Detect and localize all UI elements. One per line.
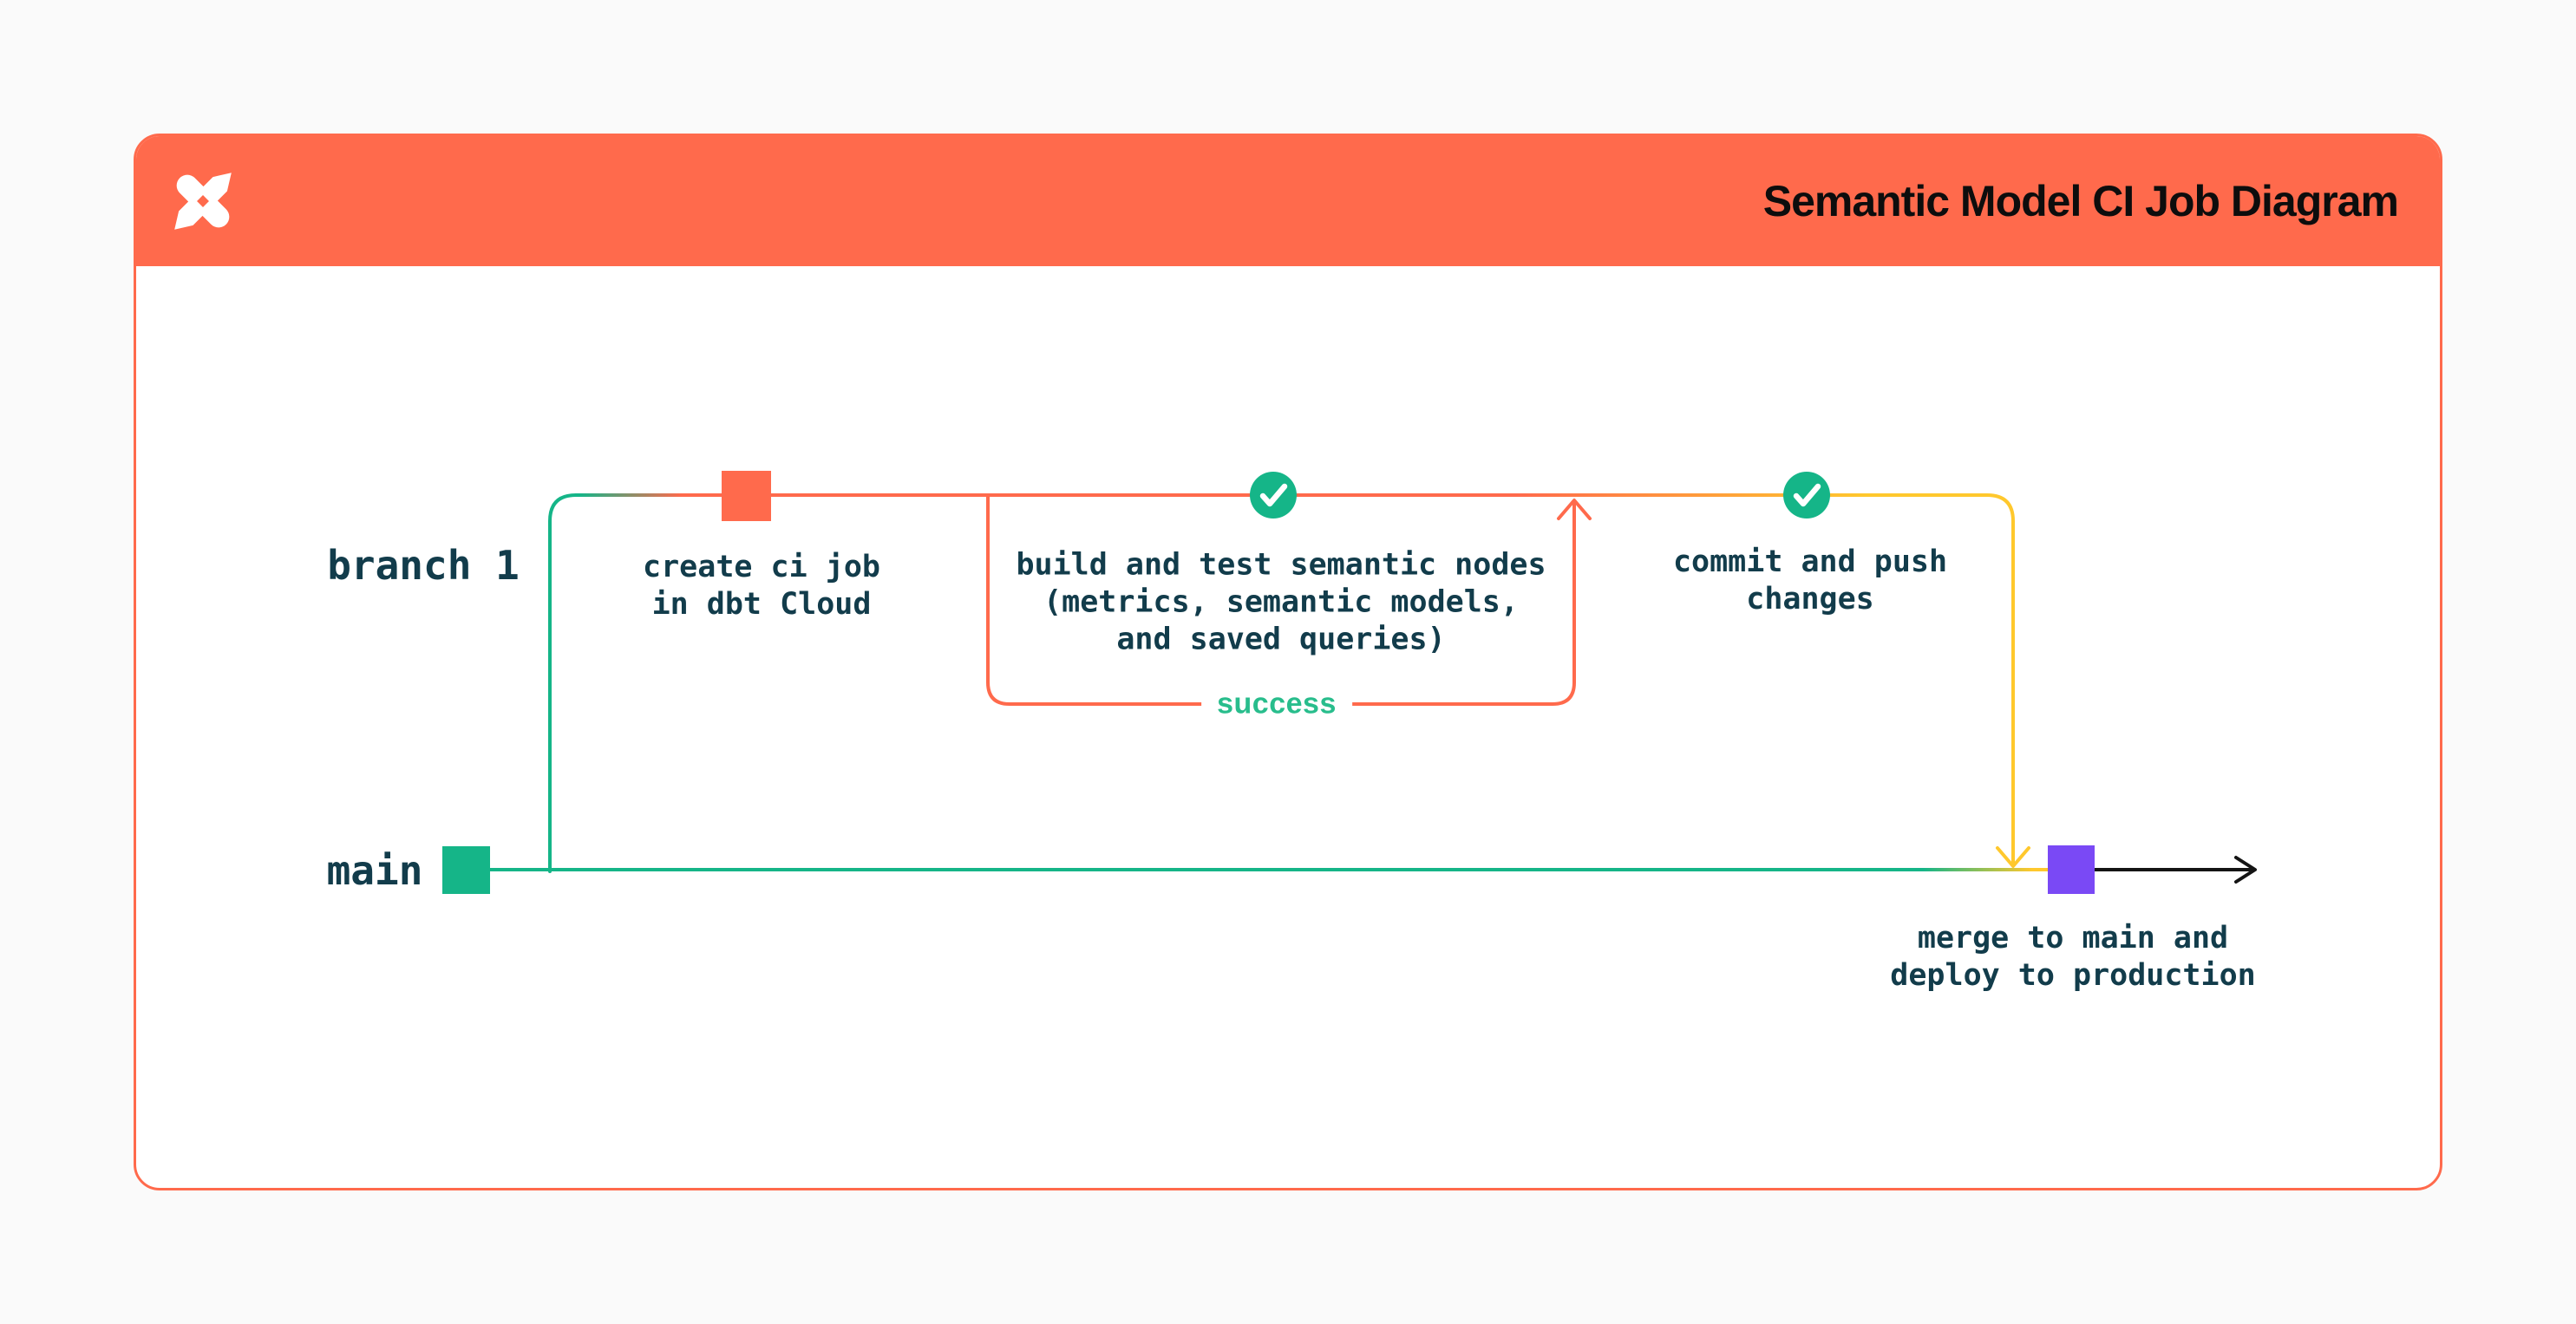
main-commit-square: [442, 846, 490, 894]
merge-to-main-line1: merge to main and: [1917, 921, 2229, 955]
create-ci-job-label: create ci job in dbt Cloud: [643, 549, 880, 623]
loop-arrowhead-up-icon: [1557, 499, 1592, 520]
commit-push-check-icon: [1783, 472, 1830, 519]
build-and-test-line2: (metrics, semantic models,: [1043, 584, 1519, 620]
diagram-card: Semantic Model CI Job Diagram: [134, 134, 2442, 1190]
build-test-check-icon: [1250, 472, 1297, 519]
page-title: Semantic Model CI Job Diagram: [1762, 177, 2399, 225]
create-ci-job-line1: create ci job: [643, 550, 880, 584]
merge-commit-square: [2048, 845, 2095, 894]
branch1-lane-label: branch 1: [327, 542, 520, 589]
commit-and-push-line1: commit and push: [1672, 545, 1948, 579]
merge-to-main-label: merge to main and deploy to production: [1890, 920, 2255, 995]
create-ci-job-commit-square: [722, 471, 771, 521]
header-bar: Semantic Model CI Job Diagram: [136, 136, 2440, 266]
main-lane-label: main: [326, 847, 423, 894]
commit-and-push-line2: changes: [1746, 582, 1874, 616]
production-arrowhead-icon: [2234, 856, 2257, 884]
dbt-logo-icon: [174, 173, 232, 230]
build-and-test-line1: build and test semantic nodes: [1016, 547, 1546, 583]
commit-and-push-label: commit and push changes: [1673, 544, 1947, 618]
create-ci-job-line2: in dbt Cloud: [651, 587, 872, 622]
success-loop-label: success: [1201, 685, 1352, 723]
build-and-test-label: build and test semantic nodes (metrics, …: [1016, 547, 1546, 659]
merge-arrowhead-down-icon: [1996, 846, 2030, 868]
build-and-test-line3: and saved queries): [1116, 622, 1446, 657]
merge-to-main-line2: deploy to production: [1890, 958, 2256, 993]
